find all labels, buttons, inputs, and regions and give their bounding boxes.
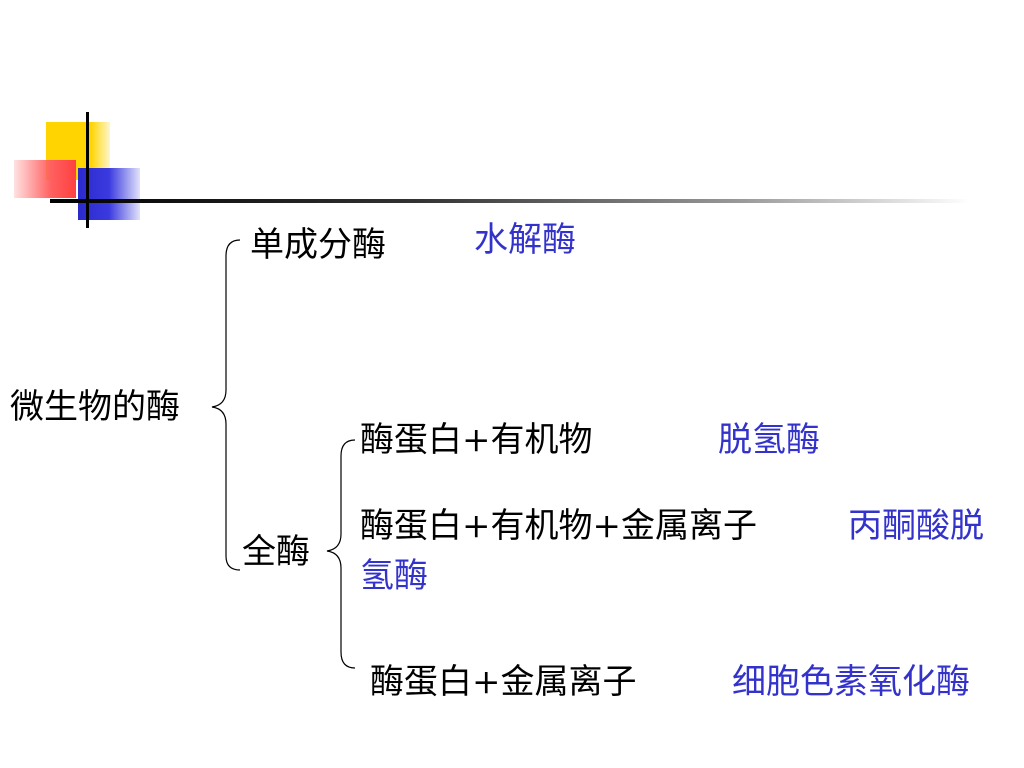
example-dehydrogenase: 脱氢酶 <box>718 420 820 460</box>
holoenzyme-type-organic: 酶蛋白+有机物 <box>360 420 593 460</box>
holoenzyme-type-metal: 酶蛋白+金属离子 <box>370 662 637 702</box>
example-hydrolase: 水解酶 <box>474 220 576 260</box>
example-pyruvate-dehydrogenase-line2: 氢酶 <box>360 556 428 596</box>
branch-single-component-enzyme: 单成分酶 <box>250 225 386 265</box>
root-label: 微生物的酶 <box>10 387 180 427</box>
title-underline-rule <box>50 199 970 203</box>
example-cytochrome-oxidase: 细胞色素氧化酶 <box>732 662 970 702</box>
vertical-rule <box>86 112 89 228</box>
branch-holoenzyme: 全酶 <box>242 532 310 572</box>
red-square-decoration <box>14 160 76 198</box>
inner-brace <box>326 439 356 669</box>
holoenzyme-type-organic-metal: 酶蛋白+有机物+金属离子 <box>360 506 757 546</box>
example-pyruvate-dehydrogenase-line1: 丙酮酸脱 <box>848 506 984 546</box>
outer-brace <box>211 239 241 571</box>
